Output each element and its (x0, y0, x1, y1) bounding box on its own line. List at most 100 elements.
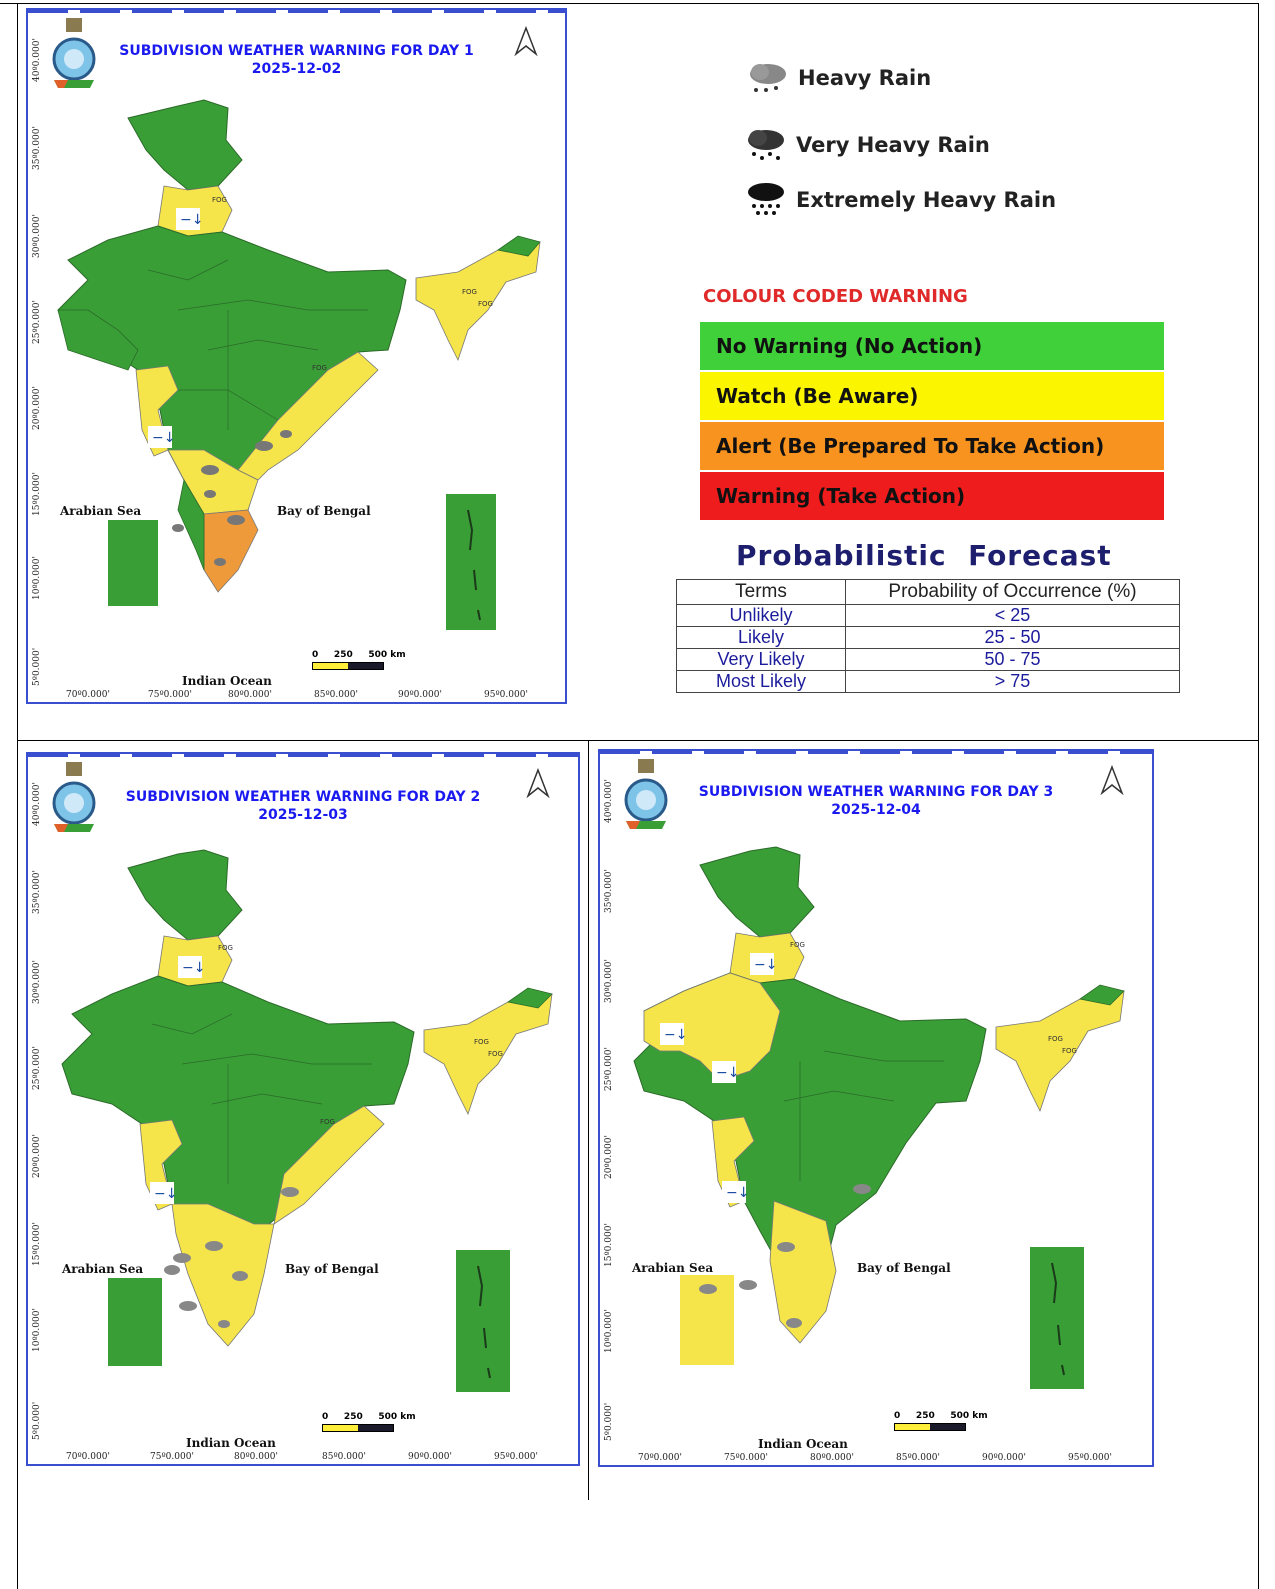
fog-label: FOG (790, 941, 805, 949)
ccw-no-warning: No Warning (No Action) (700, 322, 1164, 370)
lon-label: 90º0.000' (982, 1453, 1026, 1463)
lon-label: 85º0.000' (322, 1452, 366, 1462)
lat-label: 5º0.000' (32, 1401, 42, 1440)
lat-label: 10º0.000' (604, 1309, 614, 1353)
lat-label: 30º0.000' (32, 214, 42, 258)
lon-label: 85º0.000' (314, 690, 358, 700)
india-map: −↓ −↓ (61, 849, 553, 1392)
indian-ocean-label: Indian Ocean (186, 1436, 276, 1450)
grid-top-right (570, 3, 1259, 4)
fog-label: FOG (312, 364, 327, 372)
ccw-watch: Watch (Be Aware) (700, 372, 1164, 420)
header-probability: Probability of Occurrence (%) (845, 579, 1180, 605)
lon-label: 80º0.000' (234, 1452, 278, 1462)
india-map: −↓ −↓ (57, 99, 541, 630)
fog-label: FOG (488, 1050, 503, 1058)
probabilistic-title: Probabilistic Forecast (736, 539, 1112, 572)
lat-label: 15º0.000' (604, 1223, 614, 1267)
lat-label: 40º0.000' (604, 779, 614, 823)
indian-ocean-label: Indian Ocean (758, 1437, 848, 1451)
lon-label: 85º0.000' (896, 1453, 940, 1463)
lat-label: 35º0.000' (32, 126, 42, 170)
arabian-sea-label: Arabian Sea (632, 1261, 714, 1275)
ccw-warning: Warning (Take Action) (700, 472, 1164, 520)
svg-text:−↓: −↓ (152, 430, 175, 446)
lat-label: 5º0.000' (32, 647, 42, 686)
imd-emblem-icon (52, 18, 96, 88)
lon-label: 80º0.000' (228, 690, 272, 700)
fog-label: FOG (1048, 1035, 1063, 1043)
lat-label: 25º0.000' (32, 300, 42, 344)
probability-table: Terms Probability of Occurrence (%) Unli… (676, 579, 1180, 693)
lat-label: 30º0.000' (32, 960, 42, 1004)
lon-label: 80º0.000' (810, 1453, 854, 1463)
fog-label: FOG (478, 300, 493, 308)
panel-dash-border (600, 751, 1152, 754)
legend-extremely-heavy-rain: Extremely Heavy Rain (744, 180, 1056, 220)
panel-dash-border (28, 754, 578, 757)
bay-of-bengal-label: Bay of Bengal (277, 504, 371, 518)
lon-label: 75º0.000' (724, 1453, 768, 1463)
grid-top (0, 3, 570, 4)
north-arrow-icon (526, 768, 550, 798)
lat-label: 30º0.000' (604, 959, 614, 1003)
lat-label: 25º0.000' (32, 1046, 42, 1090)
north-arrow-icon (1100, 765, 1124, 795)
grid-left (17, 3, 18, 1589)
lat-label: 35º0.000' (604, 869, 614, 913)
legend-very-heavy-rain: Very Heavy Rain (744, 126, 990, 164)
lon-label: 75º0.000' (150, 1452, 194, 1462)
colour-coded-title: COLOUR CODED WARNING (703, 286, 968, 307)
lon-label: 75º0.000' (148, 690, 192, 700)
lon-label: 70º0.000' (66, 690, 110, 700)
table-header-row: Terms Probability of Occurrence (%) (676, 579, 1180, 605)
lon-label: 90º0.000' (408, 1452, 452, 1462)
fog-label: FOG (462, 288, 477, 296)
fog-label: FOG (218, 944, 233, 952)
lat-label: 40º0.000' (32, 38, 42, 82)
lat-label: 5º0.000' (604, 1402, 614, 1441)
lon-label: 90º0.000' (398, 690, 442, 700)
india-map: −↓ −↓ −↓ −↓ (633, 846, 1125, 1389)
lat-label: 15º0.000' (32, 1222, 42, 1266)
panel-dash-border (28, 10, 565, 13)
very-heavy-rain-icon (748, 130, 784, 160)
lon-label: 70º0.000' (66, 1452, 110, 1462)
fog-label: FOG (1062, 1047, 1077, 1055)
arabian-sea-label: Arabian Sea (60, 504, 142, 518)
lon-label: 95º0.000' (484, 690, 528, 700)
lat-label: 35º0.000' (32, 870, 42, 914)
grid-center-vertical (588, 740, 589, 1500)
lat-label: 10º0.000' (32, 556, 42, 600)
extremely-heavy-rain-icon (748, 183, 784, 215)
table-row: Unlikely< 25 (676, 604, 1180, 627)
grid-mid (17, 740, 1259, 741)
lat-label: 20º0.000' (604, 1135, 614, 1179)
grid-right (1258, 3, 1259, 1589)
lon-label: 70º0.000' (638, 1453, 682, 1463)
arabian-sea-label: Arabian Sea (62, 1262, 144, 1276)
svg-text:−↓: −↓ (180, 212, 203, 228)
legend-heavy-rain: Heavy Rain (746, 60, 931, 96)
svg-text:−↓: −↓ (154, 1186, 177, 1202)
lat-label: 25º0.000' (604, 1047, 614, 1091)
lat-label: 40º0.000' (32, 782, 42, 826)
fog-label: FOG (320, 1118, 335, 1126)
lat-label: 10º0.000' (32, 1308, 42, 1352)
ccw-alert: Alert (Be Prepared To Take Action) (700, 422, 1164, 470)
header-terms: Terms (676, 579, 846, 605)
fog-label: FOG (212, 196, 227, 204)
imd-emblem-icon (624, 759, 668, 829)
lon-label: 95º0.000' (1068, 1453, 1112, 1463)
heavy-rain-icon (750, 64, 786, 92)
indian-ocean-label: Indian Ocean (182, 674, 272, 688)
svg-text:−↓: −↓ (716, 1065, 739, 1081)
bay-of-bengal-label: Bay of Bengal (285, 1262, 379, 1276)
